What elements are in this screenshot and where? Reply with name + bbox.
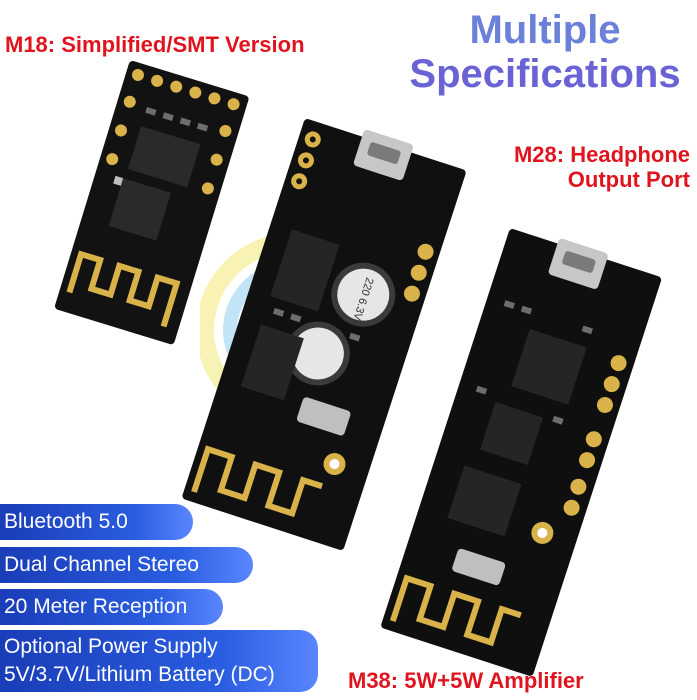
feature-reception: 20 Meter Reception: [0, 589, 223, 625]
heading-line-2: Specifications: [409, 52, 681, 96]
m18-label: M18: Simplified/SMT Version: [5, 32, 305, 57]
m38-board: [381, 229, 662, 676]
feature-stereo: Dual Channel Stereo: [0, 547, 253, 583]
feature-power-line-1: Optional Power Supply: [4, 635, 218, 658]
m28-label-line-1: M28: Headphone: [513, 142, 690, 167]
m18-board: [54, 60, 249, 345]
m28-board: 220 6.3V: [182, 119, 466, 550]
feature-bluetooth: Bluetooth 5.0: [0, 504, 193, 540]
multiple-specifications-heading: Multiple Specifications: [395, 8, 695, 96]
m28-label: M28: Headphone Output Port: [450, 142, 690, 192]
heading-line-1: Multiple: [469, 8, 621, 52]
feature-power-line-2: 5V/3.7V/Lithium Battery (DC): [4, 663, 275, 686]
m38-label: M38: 5W+5W Amplifier: [348, 668, 584, 693]
feature-power-supply: Optional Power Supply 5V/3.7V/Lithium Ba…: [0, 630, 318, 692]
m28-label-line-2: Output Port: [567, 167, 690, 192]
